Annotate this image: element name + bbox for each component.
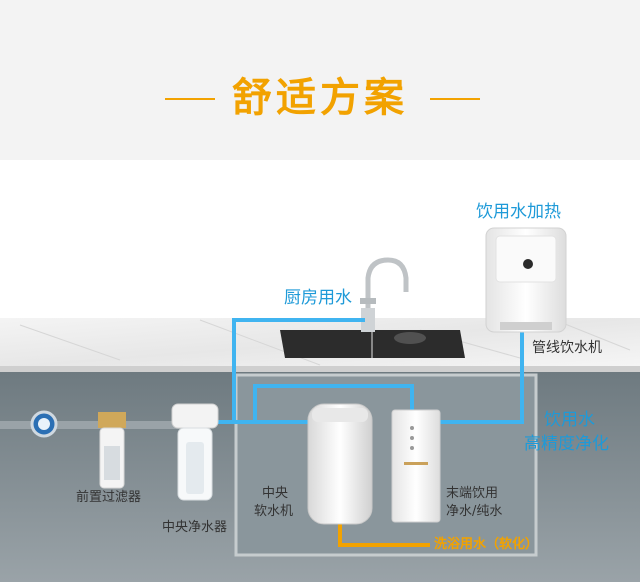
softener-loop-pipe (253, 384, 414, 422)
scene-illustration (0, 227, 640, 582)
label-pipeline-machine: 管线饮水机 (532, 340, 602, 356)
label-bath-water: 洗浴用水（软化） (434, 537, 539, 552)
kitchen-scene: 饮用水加热 厨房用水 管线饮水机 饮用水 高精度净化 前置过滤器 中央净水器 中… (0, 160, 640, 582)
water-splash (394, 332, 426, 344)
header-band: 舒适方案 (0, 0, 640, 160)
title-right-rule (430, 98, 480, 100)
label-softener-1: 中央 (262, 486, 289, 501)
label-kitchen-water: 厨房用水 (284, 288, 352, 308)
inlet-pipe (0, 421, 180, 429)
label-purification: 高精度净化 (524, 434, 609, 454)
terminal-purifier (391, 409, 441, 523)
central-purifier-head (171, 403, 219, 429)
label-terminal-2: 净水/纯水 (446, 504, 503, 519)
faucet (365, 257, 409, 332)
label-drinking-water: 饮用水 (544, 410, 595, 430)
label-prefilter: 前置过滤器 (76, 490, 142, 505)
label-terminal-1: 末端饮用 (446, 486, 499, 501)
label-water-heater: 饮用水加热 (476, 202, 561, 222)
prefilter-head (98, 412, 126, 428)
label-softener-2: 软水机 (254, 504, 294, 519)
title-left-rule (165, 98, 215, 100)
label-central-purifier: 中央净水器 (162, 520, 228, 535)
bath-pipe (338, 518, 430, 547)
softener-unit (307, 403, 373, 525)
page-title: 舒适方案 (232, 75, 408, 121)
drinking-pipe (440, 330, 524, 424)
cabinet-interior (234, 373, 538, 557)
